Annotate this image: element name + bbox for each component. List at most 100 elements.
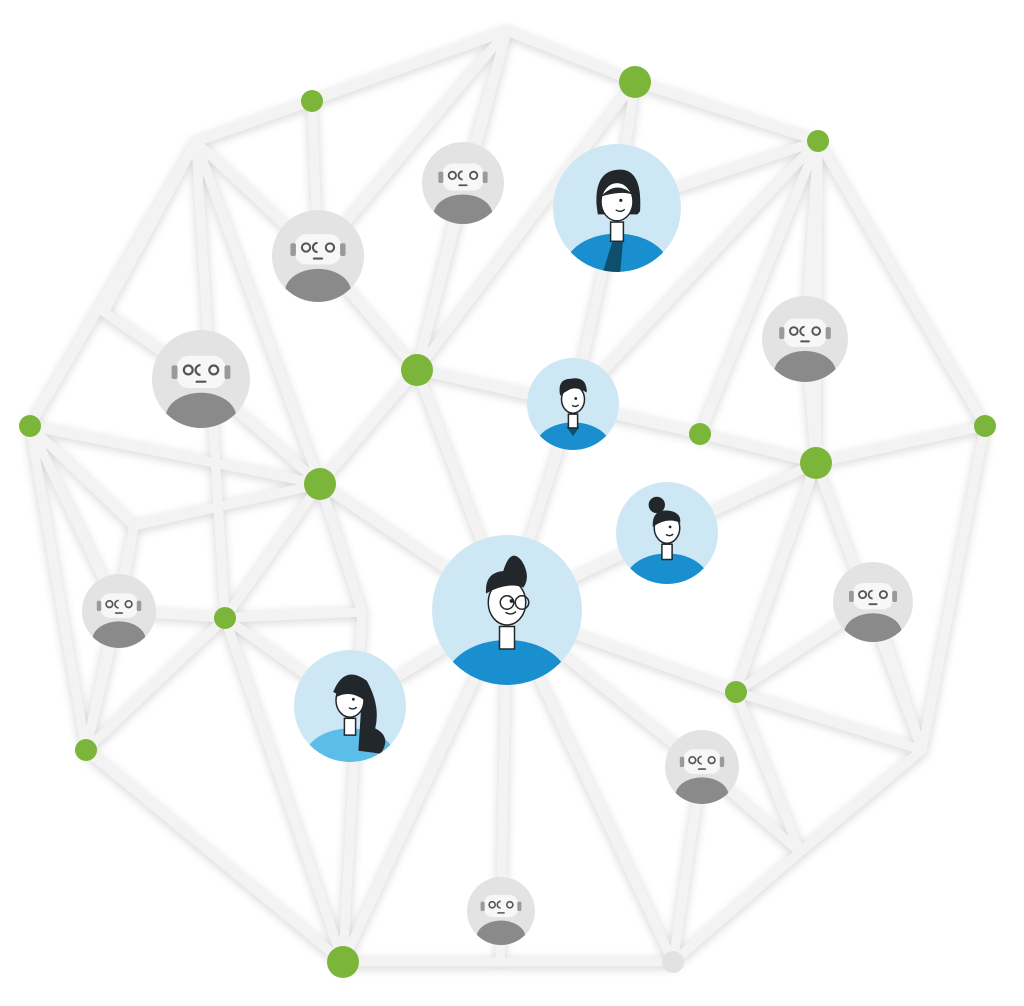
robot-head (176, 355, 226, 389)
robot-bottom-avatar (467, 877, 535, 945)
mouth (615, 208, 626, 213)
robot-right-avatar (833, 562, 913, 642)
link-line (81, 613, 230, 755)
eye (619, 198, 623, 202)
robot-body (844, 613, 902, 642)
link-line (191, 137, 325, 489)
robot-body (433, 194, 493, 224)
link-line (25, 421, 91, 755)
shirt-collar (566, 427, 580, 437)
eye (668, 525, 672, 529)
robot-ear-left (438, 171, 444, 183)
shirt (535, 422, 611, 450)
robot-eye-right (707, 755, 716, 765)
network-links (25, 26, 990, 967)
robot-eye-right (324, 242, 336, 253)
neck (567, 413, 579, 429)
link-line (220, 479, 325, 623)
link-line (99, 137, 201, 317)
robot-eye-right (505, 900, 514, 909)
green-node (800, 447, 832, 479)
shirt (445, 640, 569, 685)
bun-hair (652, 510, 681, 527)
link-line (813, 136, 990, 431)
green-node (304, 468, 336, 500)
robot-eye-right (208, 364, 220, 376)
link-line (917, 421, 990, 755)
link-line (220, 607, 367, 623)
link-line (695, 136, 823, 439)
link-line (731, 687, 805, 857)
fringe-hair (335, 680, 365, 701)
robot-ear-left (480, 901, 485, 911)
link-line (695, 429, 821, 468)
robot-eye-mid (697, 755, 702, 765)
robot-eye-left (788, 326, 799, 336)
avatar-layer (82, 142, 913, 945)
robot-eye-left (688, 755, 697, 765)
robot-eye-mid (867, 589, 873, 600)
green-node (401, 354, 433, 386)
robot-ear-right (892, 590, 897, 602)
robot-body (675, 777, 729, 804)
eye (574, 397, 578, 400)
robot-left-avatar (152, 330, 250, 428)
robot-head (442, 163, 484, 191)
robot-eye-mid (457, 170, 463, 181)
green-node (327, 946, 359, 978)
person-woman-long-hair-avatar (294, 650, 406, 762)
mouth (571, 404, 580, 408)
robot-ear-right (482, 171, 488, 183)
robot-eye-right (811, 326, 822, 336)
green-node (75, 739, 97, 761)
robot-eye-right (124, 599, 133, 609)
robot-head (853, 582, 893, 610)
mouth (348, 706, 358, 710)
robot-body (92, 621, 146, 648)
hair-bun (648, 496, 665, 514)
green-node (974, 415, 996, 437)
green-node (301, 90, 323, 112)
glasses-icon (499, 595, 515, 610)
robot-ear-right (136, 600, 142, 611)
green-node (619, 66, 651, 98)
green-node (19, 415, 41, 437)
robot-eye-mid (496, 900, 501, 909)
shirt (625, 553, 709, 584)
link-line (630, 77, 823, 146)
robot-head (100, 593, 138, 618)
mouth (505, 610, 517, 615)
link-line (502, 26, 640, 87)
robot-eye-mid (799, 325, 805, 337)
robot-head (295, 234, 341, 265)
person-man-glasses-avatar (432, 535, 582, 685)
link-line (129, 479, 325, 531)
robot-ear-right (719, 756, 725, 767)
link-line (412, 77, 640, 375)
robot-right-upper-avatar (762, 296, 848, 382)
quiff-hair (485, 555, 527, 594)
person-man-curly-avatar (527, 358, 619, 450)
link-line (731, 458, 821, 697)
green-node (725, 681, 747, 703)
robot-ear-right (224, 365, 231, 379)
robot-body (165, 392, 237, 428)
link-line (731, 687, 927, 755)
glasses-lens (514, 595, 530, 610)
robot-body (476, 920, 526, 945)
green-node (807, 130, 829, 152)
link-line (795, 745, 927, 857)
green-node (214, 607, 236, 629)
link-line (668, 847, 805, 967)
neck (343, 717, 357, 736)
link-line (307, 26, 512, 106)
link-line (568, 136, 823, 409)
neck (498, 625, 516, 650)
robot-eye-left (447, 170, 457, 181)
bob-fringe (601, 187, 634, 197)
robot-eye-mid (311, 241, 318, 254)
robot-eye-right (469, 170, 479, 181)
link-line (220, 613, 348, 967)
robot-ear-left (96, 600, 102, 611)
